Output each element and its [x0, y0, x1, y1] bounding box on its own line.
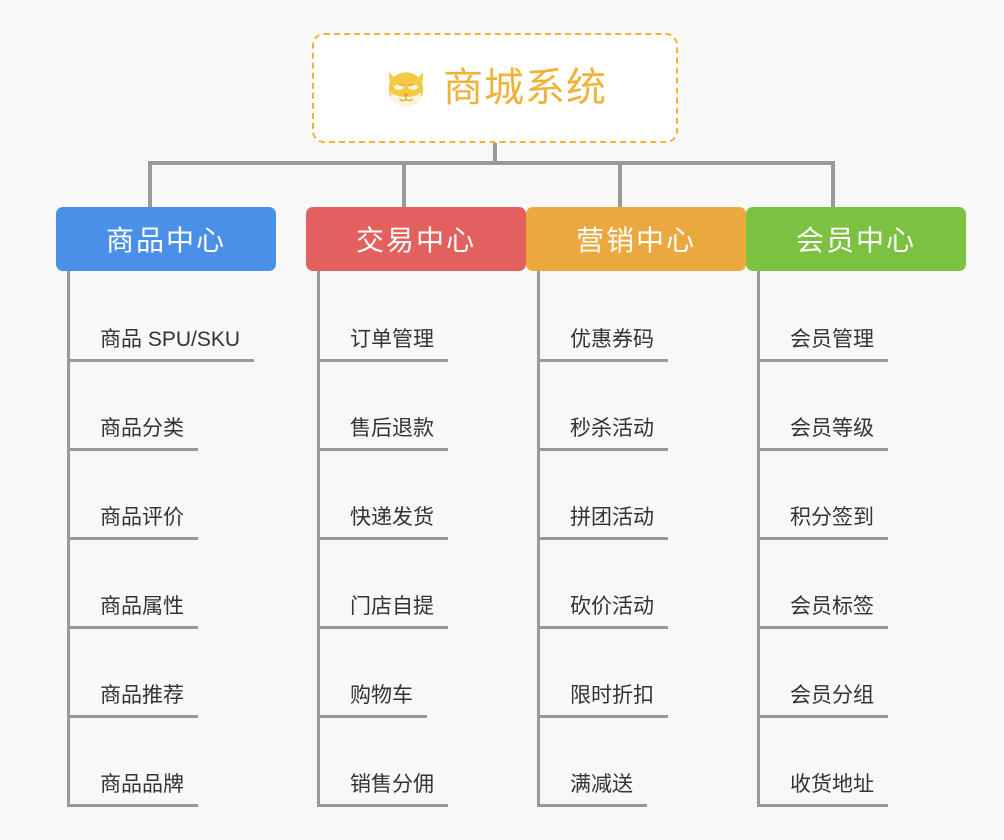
leaf-label: 砍价活动 [540, 594, 668, 629]
leaf-label: 满减送 [540, 772, 647, 807]
leaf-list-4: 会员管理 会员等级 积分签到 会员标签 会员分组 收货地址 [757, 271, 966, 807]
leaf-label: 商品评价 [70, 505, 198, 540]
list-item[interactable]: 订单管理 [320, 273, 526, 362]
leaf-label: 会员等级 [760, 416, 888, 451]
leaf-label: 商品 SPU/SKU [70, 327, 255, 362]
list-item[interactable]: 商品评价 [70, 451, 276, 540]
leaf-list-1: 商品 SPU/SKU 商品分类 商品评价 商品属性 商品推荐 商品品牌 [67, 271, 276, 807]
leaf-label: 商品品牌 [70, 772, 198, 807]
list-item[interactable]: 优惠券码 [540, 273, 746, 362]
leaf-label: 商品属性 [70, 594, 198, 629]
leaf-label: 会员分组 [760, 683, 888, 718]
connector-drop-2 [402, 161, 406, 207]
branch-column-3: 营销中心 优惠券码 秒杀活动 拼团活动 砍价活动 限时折扣 满减送 [526, 207, 746, 807]
leaf-label: 快递发货 [320, 505, 448, 540]
leaf-label: 订单管理 [320, 327, 448, 362]
leaf-label: 优惠券码 [540, 327, 668, 362]
list-item[interactable]: 收货地址 [760, 718, 966, 807]
branch-column-2: 交易中心 订单管理 售后退款 快递发货 门店自提 购物车 销售分佣 [306, 207, 526, 807]
leaf-label: 限时折扣 [540, 683, 668, 718]
category-header-1[interactable]: 商品中心 [56, 207, 276, 271]
connector-drop-1 [148, 161, 152, 207]
list-item[interactable]: 商品推荐 [70, 629, 276, 718]
leaf-label: 拼团活动 [540, 505, 668, 540]
list-item[interactable]: 商品品牌 [70, 718, 276, 807]
branch-column-4: 会员中心 会员管理 会员等级 积分签到 会员标签 会员分组 收货地址 [746, 207, 966, 807]
root-node[interactable]: 商城系统 [312, 33, 678, 143]
list-item[interactable]: 会员分组 [760, 629, 966, 718]
leaf-list-2: 订单管理 售后退款 快递发货 门店自提 购物车 销售分佣 [317, 271, 526, 807]
list-item[interactable]: 会员管理 [760, 273, 966, 362]
leaf-label: 商品推荐 [70, 683, 198, 718]
leaf-label: 销售分佣 [320, 772, 448, 807]
leaf-list-3: 优惠券码 秒杀活动 拼团活动 砍价活动 限时折扣 满减送 [537, 271, 746, 807]
list-item[interactable]: 快递发货 [320, 451, 526, 540]
leaf-label: 会员管理 [760, 327, 888, 362]
leaf-label: 购物车 [320, 683, 427, 718]
branch-column-1: 商品中心 商品 SPU/SKU 商品分类 商品评价 商品属性 商品推荐 商品品牌 [56, 207, 276, 807]
leaf-label: 会员标签 [760, 594, 888, 629]
list-item[interactable]: 销售分佣 [320, 718, 526, 807]
list-item[interactable]: 购物车 [320, 629, 526, 718]
list-item[interactable]: 售后退款 [320, 362, 526, 451]
category-header-4[interactable]: 会员中心 [746, 207, 966, 271]
list-item[interactable]: 拼团活动 [540, 451, 746, 540]
leaf-label: 积分签到 [760, 505, 888, 540]
list-item[interactable]: 会员等级 [760, 362, 966, 451]
list-item[interactable]: 商品 SPU/SKU [70, 273, 276, 362]
leaf-label: 商品分类 [70, 416, 198, 451]
connector-root-stem [493, 143, 497, 165]
shiba-dog-face-icon [388, 72, 424, 107]
connector-drop-3 [618, 161, 622, 207]
category-header-3[interactable]: 营销中心 [526, 207, 746, 271]
list-item[interactable]: 会员标签 [760, 540, 966, 629]
list-item[interactable]: 满减送 [540, 718, 746, 807]
list-item[interactable]: 积分签到 [760, 451, 966, 540]
list-item[interactable]: 秒杀活动 [540, 362, 746, 451]
root-title: 商城系统 [443, 66, 607, 110]
connector-horizontal-bus [148, 161, 835, 165]
list-item[interactable]: 商品分类 [70, 362, 276, 451]
leaf-label: 门店自提 [320, 594, 448, 629]
list-item[interactable]: 门店自提 [320, 540, 526, 629]
list-item[interactable]: 限时折扣 [540, 629, 746, 718]
leaf-label: 秒杀活动 [540, 416, 668, 451]
list-item[interactable]: 商品属性 [70, 540, 276, 629]
connector-drop-4 [831, 161, 835, 207]
leaf-label: 售后退款 [320, 416, 448, 451]
list-item[interactable]: 砍价活动 [540, 540, 746, 629]
leaf-label: 收货地址 [760, 772, 888, 807]
category-header-2[interactable]: 交易中心 [306, 207, 526, 271]
